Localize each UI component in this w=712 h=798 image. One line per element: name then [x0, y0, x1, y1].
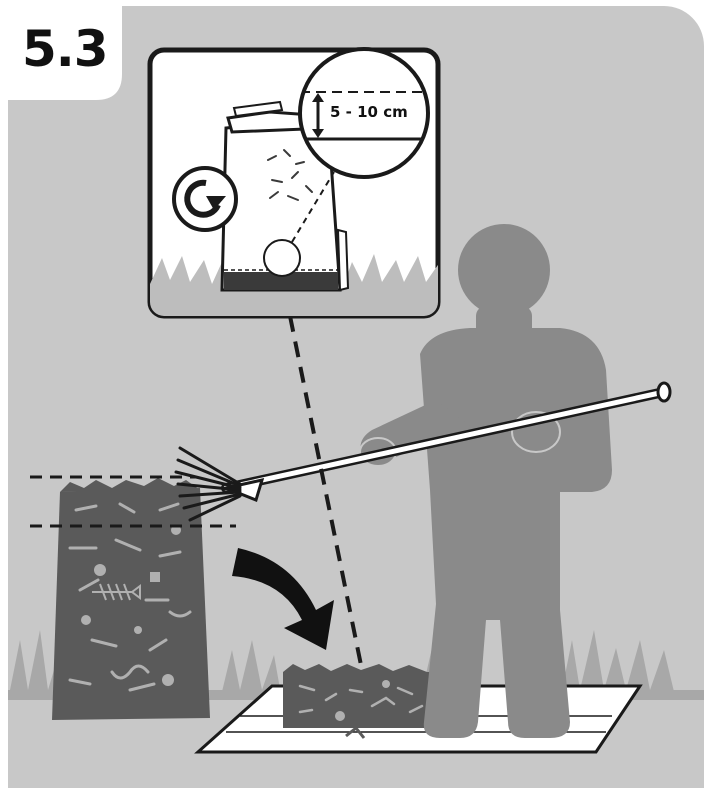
rotate-clockwise-icon — [174, 168, 236, 230]
compost-heap — [52, 478, 210, 720]
compost-layer-on-tarp — [283, 664, 431, 738]
measurement-label: 5 - 10 cm — [330, 105, 408, 120]
inset-detail — [150, 49, 440, 316]
step-number: 5.3 — [22, 24, 108, 74]
